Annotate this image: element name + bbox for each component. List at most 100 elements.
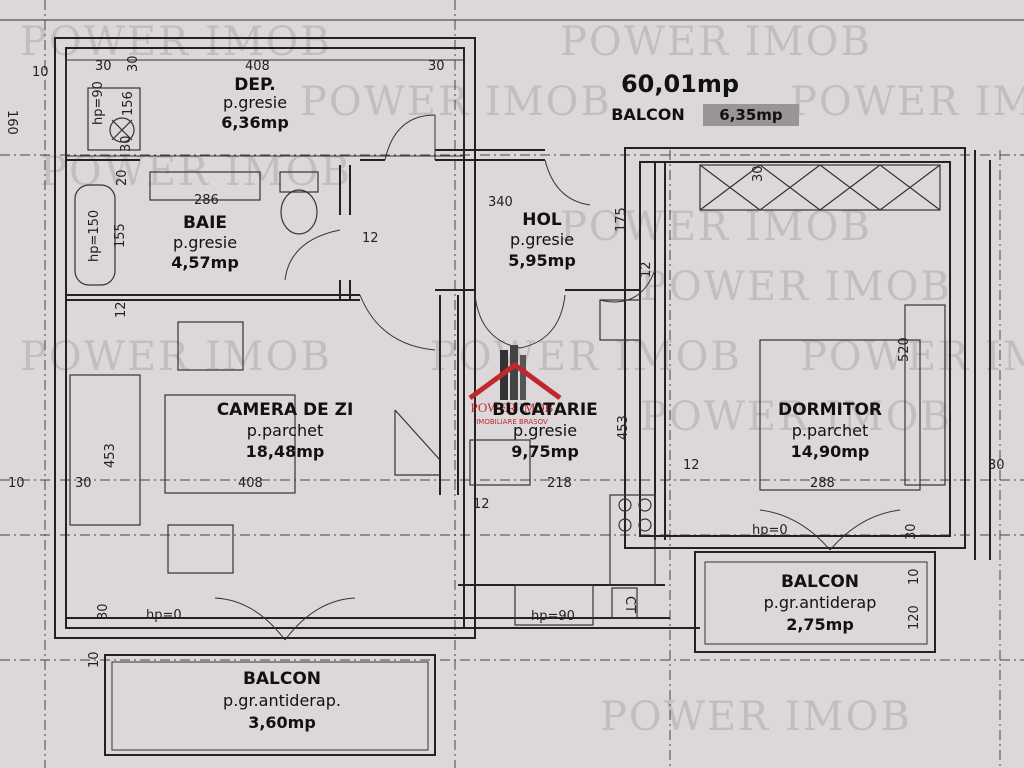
watermark-text: POWER IMOB	[800, 334, 1024, 380]
dep-closet	[87, 87, 141, 151]
dim-label: 30	[428, 59, 445, 74]
room-area: 4,57mp	[171, 253, 239, 272]
dim-label: 12	[362, 231, 379, 246]
dim-label: 10	[32, 65, 49, 80]
dim-label: 12	[683, 458, 700, 473]
room-area: 9,75mp	[511, 442, 579, 461]
dim-label: 30	[904, 523, 919, 540]
room-area: 3,60mp	[248, 713, 316, 732]
room-camera-de-zi: CAMERA DE ZI p.parchet 18,48mp	[217, 400, 354, 461]
room-area: 6,36mp	[221, 113, 289, 132]
dim-label: 340	[488, 195, 513, 210]
tv-stand-icon	[394, 409, 441, 476]
dim-label: 160	[4, 110, 19, 135]
room-floor: p.gr.antiderap	[764, 593, 877, 612]
watermark-text: POWER IMOB	[560, 204, 872, 250]
dim-label: 120	[907, 605, 922, 630]
door-balcon-left	[214, 597, 286, 641]
logo-brand: POWER IMOB	[471, 400, 554, 415]
dim-label: 30	[75, 476, 92, 491]
dim-label: hp=0	[146, 608, 182, 623]
logo-roof-icon	[468, 361, 562, 401]
room-name: BALCON	[781, 572, 859, 592]
summary-balcony-area: 6,35mp	[719, 106, 783, 124]
table-icon	[164, 394, 296, 494]
walls	[54, 37, 991, 756]
room-name: DORMITOR	[778, 400, 882, 420]
room-name: BALCON	[243, 669, 321, 689]
door-bucatarie-b	[519, 294, 566, 349]
room-bucatarie: BUCATARIE p.gresie 9,75mp	[492, 400, 598, 461]
dim-label: 30	[119, 135, 134, 152]
dim-label: 10	[8, 476, 25, 491]
room-baie: BAIE p.gresie 4,57mp	[171, 213, 239, 272]
dim-label: 12	[473, 497, 490, 512]
dim-label: 30	[988, 458, 1005, 473]
dim-label: 175	[614, 207, 629, 232]
door-entry	[544, 159, 591, 206]
door-camera	[359, 294, 436, 351]
summary-balcony-badge	[703, 104, 799, 126]
dim-label: hp=90	[91, 81, 106, 125]
ct-box	[611, 587, 638, 619]
dim-label: 12	[639, 261, 654, 278]
total-area: 60,01mp	[621, 70, 739, 98]
room-dormitor: DORMITOR p.parchet 14,90mp	[778, 400, 882, 461]
room-floor: p.parchet	[792, 421, 868, 440]
armchair-icon	[177, 321, 244, 371]
dim-label: 12	[114, 301, 129, 318]
dim-label: 10	[87, 651, 102, 668]
door-balcon-right	[284, 597, 356, 641]
kitchen-table-icon	[469, 439, 531, 486]
room-name: HOL	[522, 210, 562, 230]
room-area: 18,48mp	[246, 442, 325, 461]
watermark-text: POWER IMOB	[20, 334, 332, 380]
dim-label: 286	[194, 193, 219, 208]
chair-icon	[167, 524, 234, 574]
dim-label: hp=150	[87, 210, 102, 262]
dim-label: 30	[95, 59, 112, 74]
fridge-icon	[599, 299, 641, 341]
room-hol: HOL p.gresie 5,95mp	[508, 210, 576, 270]
door-dormitor	[599, 269, 656, 303]
area-summary: 60,01mp BALCON 6,35mp	[611, 70, 799, 126]
dim-label: 10	[907, 568, 922, 585]
dimension-labels: 10 30 30 408 30 286 340 12 175 12 30 520…	[4, 55, 1005, 668]
furniture	[69, 87, 946, 626]
dim-label: 453	[103, 443, 118, 468]
dim-label: 30	[96, 603, 111, 620]
dim-label: 408	[245, 59, 270, 74]
room-floor: p.gr.antiderap.	[223, 691, 341, 710]
watermark-text: POWER IMOB	[560, 19, 872, 65]
dim-label: 408	[238, 476, 263, 491]
dim-label: 30	[126, 55, 141, 72]
room-name: DEP.	[234, 75, 276, 95]
door-dorm-balcon-b	[829, 509, 901, 551]
kitchen-sink-icon	[514, 584, 594, 626]
room-area: 14,90mp	[791, 442, 870, 461]
bathroom-sink-icon	[149, 171, 261, 201]
room-labels: DEP. p.gresie 6,36mp BAIE p.gresie 4,57m…	[171, 75, 882, 732]
room-balcon-bottom: BALCON p.gr.antiderap. 3,60mp	[223, 669, 341, 732]
room-name: BAIE	[183, 213, 227, 233]
sofa-icon	[69, 374, 141, 526]
room-area: 5,95mp	[508, 251, 576, 270]
dim-label: hp=90	[531, 609, 575, 624]
dim-label: 156	[121, 91, 136, 116]
dim-label: 288	[810, 476, 835, 491]
stove-burner-icon	[618, 498, 632, 512]
logo-tagline: IMOBILIARE BRASOV	[476, 418, 548, 426]
watermark-text: POWER IMOB	[640, 394, 952, 440]
watermark-text: POWER IMOB	[600, 694, 912, 740]
watermark-text: POWER IMOB	[20, 19, 332, 65]
door-dorm-balcon-a	[759, 509, 831, 551]
toilet-icon	[279, 171, 319, 193]
dim-label: 453	[616, 415, 631, 440]
door-baie	[284, 229, 341, 281]
room-floor: p.gresie	[513, 421, 577, 440]
watermark-text: POWER IMOB	[430, 334, 742, 380]
dim-label: 20	[115, 169, 130, 186]
watermark-text: POWER IMOB	[640, 264, 952, 310]
